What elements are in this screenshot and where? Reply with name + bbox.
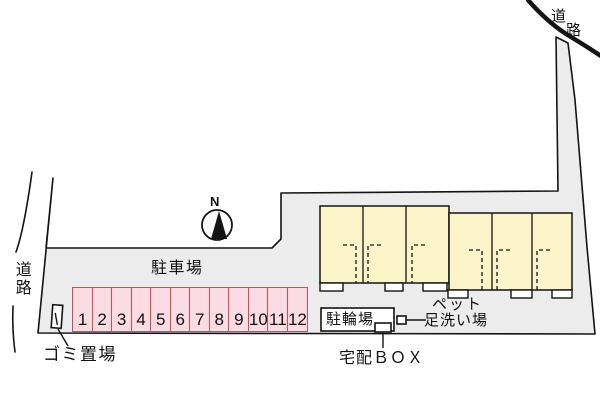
garbage-bin-mark	[54, 312, 59, 326]
pet-wash-label-line2: 足洗い場	[424, 312, 489, 329]
road-label-top-right-2: 路	[566, 22, 582, 39]
pet-wash-label-line1: ペット	[432, 296, 484, 313]
garbage-bin-group	[50, 303, 64, 330]
parking-stall-7: 7	[189, 287, 211, 332]
parking-stall-3: 3	[111, 287, 133, 332]
entrance-door-dashed	[343, 244, 357, 283]
parking-area-label: 駐車場	[151, 260, 204, 277]
road-label-top-right-1: 道	[551, 8, 567, 25]
entrance-door-dashed	[411, 244, 425, 283]
building-block-left	[319, 205, 450, 284]
parking-stall-9: 9	[228, 287, 250, 332]
parking-stall-row: 1 2 3 4 5 6 7 8 9 10 11 12	[72, 287, 308, 332]
entrance-porch	[510, 289, 533, 299]
parking-stall-8: 8	[208, 287, 230, 332]
road-left-outer-edge-upper	[15, 171, 33, 253]
road-left-outer-edge-lower	[11, 305, 16, 353]
road-label-left: 道路	[12, 261, 30, 297]
road-curve-top-right	[525, 0, 600, 59]
garbage-bin-rect	[50, 303, 64, 330]
building-block-right	[448, 212, 573, 291]
parking-stall-12: 12	[286, 287, 308, 332]
garbage-leader-line	[57, 328, 69, 347]
parking-stall-2: 2	[91, 287, 113, 332]
parking-stall-10: 10	[247, 287, 269, 332]
parking-stall-6: 6	[169, 287, 191, 332]
north-needle-icon	[211, 211, 227, 239]
pet-wash-square	[396, 315, 407, 325]
delivery-box-label: 宅配ＢＯＸ	[339, 350, 425, 367]
entrance-door-dashed	[367, 244, 381, 283]
entrance-porch	[422, 282, 448, 292]
north-label: N	[210, 194, 220, 209]
north-compass-circle	[201, 209, 233, 241]
parking-stall-1: 1	[72, 287, 94, 332]
garbage-area-label: ゴミ置場	[43, 345, 117, 364]
entrance-porch	[384, 282, 404, 292]
delivery-box-rect	[374, 322, 392, 333]
parking-stall-11: 11	[267, 287, 289, 332]
entrance-porch	[447, 289, 469, 299]
bicycle-parking-label: 駐輪場	[326, 311, 375, 328]
parking-stall-4: 4	[130, 287, 152, 332]
entrance-porch	[551, 289, 573, 299]
entrance-porch	[319, 282, 344, 292]
parking-stall-5: 5	[150, 287, 172, 332]
